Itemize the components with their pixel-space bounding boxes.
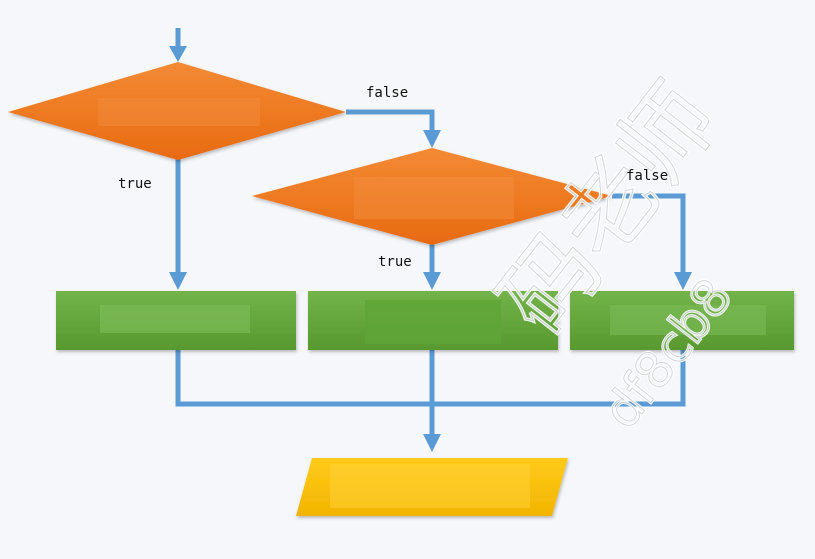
- edge-label-d1-false: false: [366, 85, 409, 101]
- arrowhead-2: [169, 272, 187, 290]
- arrowhead-1: [169, 46, 187, 62]
- arrowheads: [169, 46, 692, 452]
- arrowhead-3: [423, 130, 441, 148]
- arrowhead-5: [674, 272, 692, 290]
- edge-d2-false: [612, 193, 686, 274]
- edge-d1-false: [346, 109, 435, 132]
- output-text-area: [330, 464, 530, 508]
- decision-1-text-area: [98, 98, 260, 126]
- process-3-text-area: [610, 305, 766, 335]
- decision-2-text-area: [354, 177, 514, 219]
- watermark: 码老师 码老师 df8cb8 df8cb8: [478, 63, 744, 441]
- connectors: [175, 28, 686, 436]
- edge-label-d2-true: true: [378, 254, 412, 270]
- edge-label-d1-true: true: [118, 176, 152, 192]
- arrowhead-6: [423, 434, 441, 452]
- process-1-text-area: [100, 305, 250, 333]
- process-2-text-area: [365, 300, 501, 344]
- arrowhead-4: [423, 272, 441, 290]
- edge-label-d2-false: false: [626, 168, 669, 184]
